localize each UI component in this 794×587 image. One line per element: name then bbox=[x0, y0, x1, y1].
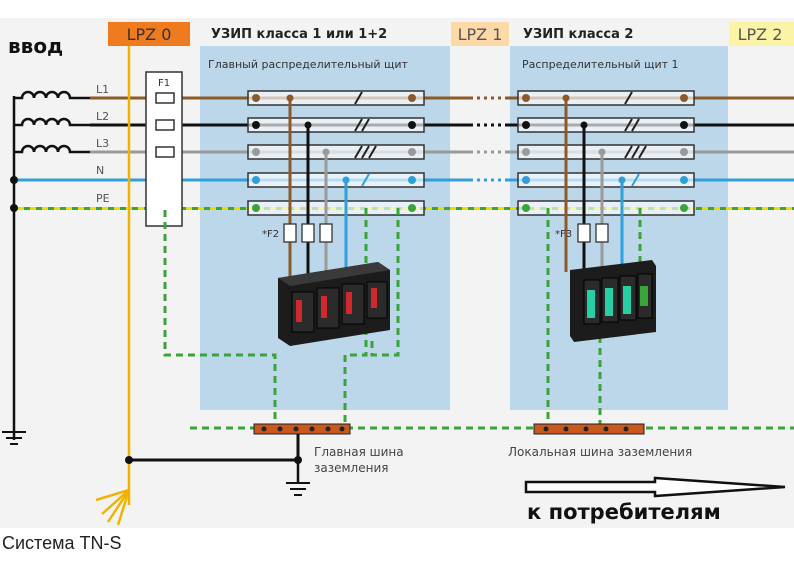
spd-class2-heading: УЗИП класса 2 bbox=[523, 27, 633, 42]
local-bus-label: Локальная шина заземления bbox=[508, 445, 692, 459]
lpz0-label: LPZ 0 bbox=[127, 25, 172, 44]
main-board-busbars bbox=[247, 90, 425, 216]
dist-board-busbars bbox=[517, 90, 695, 216]
caption: Система TN-S bbox=[2, 533, 122, 553]
f3-label: *F3 bbox=[555, 229, 572, 240]
transformer-coils bbox=[12, 90, 90, 440]
lpz2-label: LPZ 2 bbox=[738, 25, 783, 44]
consumers-arrow bbox=[524, 476, 786, 498]
line-label-n: N bbox=[96, 164, 104, 177]
lpz2-tag bbox=[729, 22, 794, 46]
lpz1-label: LPZ 1 bbox=[458, 25, 503, 44]
consumers-label: к потребителям bbox=[527, 500, 721, 524]
main-board-label: Главный распределительный щит bbox=[208, 58, 408, 71]
local-ground-bus bbox=[533, 423, 645, 435]
lpz0-tag bbox=[108, 22, 190, 46]
distribution-board-zone bbox=[510, 46, 728, 410]
input-label: ввод bbox=[8, 34, 63, 58]
line-label-pe: PE bbox=[96, 192, 110, 205]
spd-class1-heading: УЗИП класса 1 или 1+2 bbox=[211, 27, 387, 42]
main-ground-icon bbox=[286, 482, 310, 496]
distribution-board-label: Распределительный щит 1 bbox=[522, 58, 679, 71]
main-bus-label-line1: Главная шина bbox=[314, 445, 404, 459]
f2-label: *F2 bbox=[262, 229, 279, 240]
spd-class2-device bbox=[570, 260, 656, 342]
spd-class1-device bbox=[278, 262, 390, 346]
main-bus-label-line2: заземления bbox=[314, 461, 388, 475]
main-ground-bus bbox=[253, 423, 351, 435]
line-label-l3: L3 bbox=[96, 137, 109, 150]
terminal-dots bbox=[252, 94, 688, 212]
lpz1-tag bbox=[451, 22, 509, 46]
transformer-ground-icon bbox=[2, 431, 26, 445]
line-label-l1: L1 bbox=[96, 83, 109, 96]
f1-label: F1 bbox=[158, 78, 170, 89]
line-label-l2: L2 bbox=[96, 110, 109, 123]
